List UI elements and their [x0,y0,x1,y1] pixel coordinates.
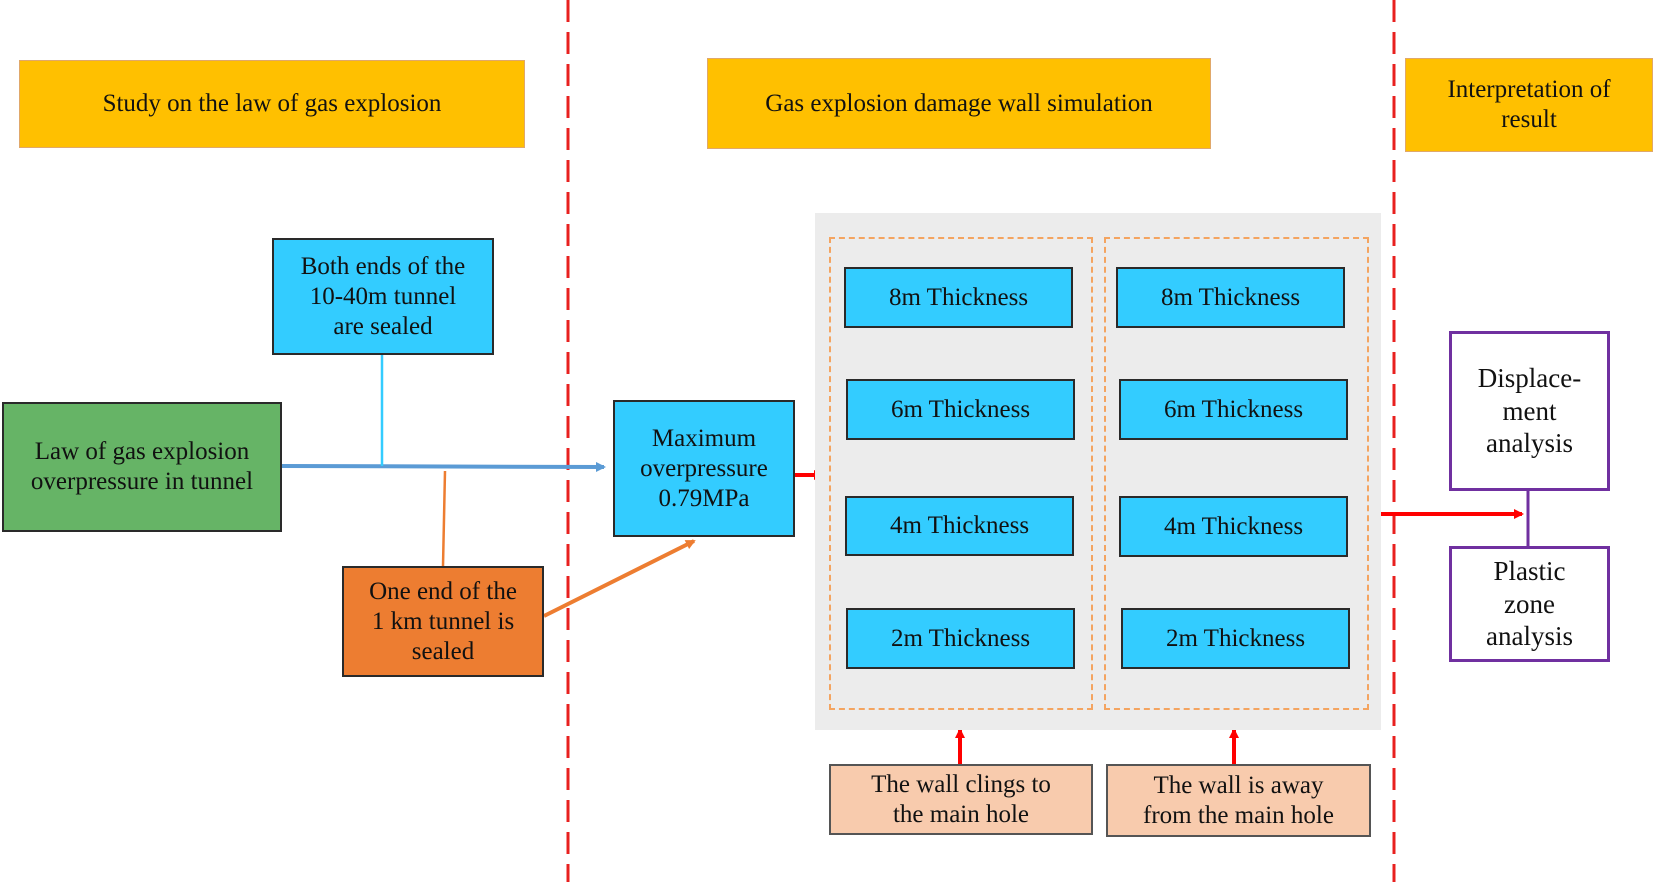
left-thickness-4m: 4m Thickness [845,496,1074,556]
right-thickness-6m: 6m Thickness [1119,379,1348,440]
left-thickness-8m: 8m Thickness [844,267,1073,328]
maximum-overpressure-box: Maximum overpressure 0.79MPa [613,400,795,537]
displacement-analysis-box: Displace- ment analysis [1449,331,1610,491]
blue-main-arrow [281,461,606,472]
wall-clings-label: The wall clings to the main hole [829,764,1093,835]
orange-arrow [543,539,696,618]
one-end-sealed-box: One end of the 1 km tunnel is sealed [342,566,544,677]
header-interpretation: Interpretation of result [1405,58,1653,152]
right-thickness-8m: 8m Thickness [1116,267,1345,328]
plastic-zone-analysis-box: Plastic zone analysis [1449,546,1610,662]
orange-connector [441,470,447,567]
wall-away-group [1104,237,1369,710]
law-of-gas-explosion-box: Law of gas explosion overpressure in tun… [2,402,282,532]
right-thickness-2m: 2m Thickness [1121,608,1350,669]
left-thickness-2m: 2m Thickness [846,608,1075,669]
wall-away-label: The wall is away from the main hole [1106,764,1371,837]
both-ends-sealed-box: Both ends of the 10-40m tunnel are seale… [272,238,494,355]
header-damage-wall-simulation: Gas explosion damage wall simulation [707,58,1211,149]
header-gas-explosion-law: Study on the law of gas explosion [19,60,525,148]
left-thickness-6m: 6m Thickness [846,379,1075,440]
right-thickness-4m: 4m Thickness [1119,496,1348,557]
wall-clings-group [829,237,1093,710]
